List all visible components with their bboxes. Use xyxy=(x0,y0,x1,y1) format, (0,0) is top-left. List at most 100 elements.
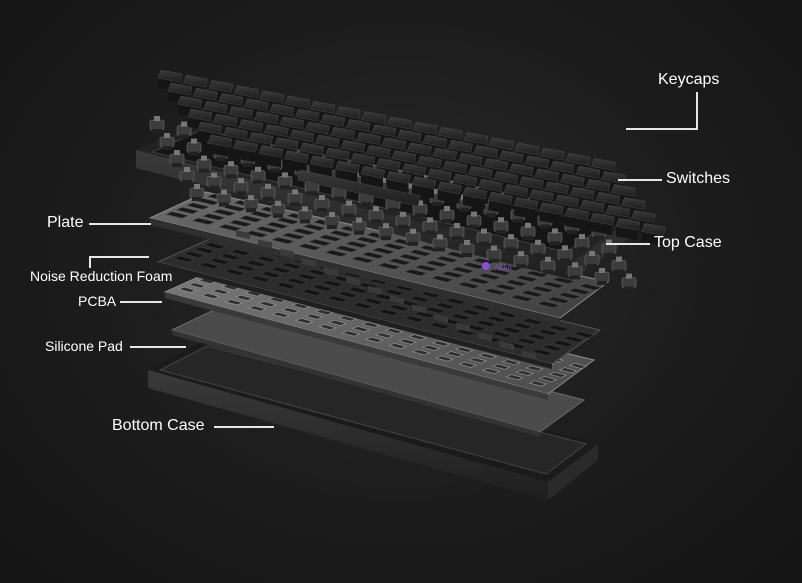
pcb-pad xyxy=(445,351,464,358)
foam-cutout xyxy=(198,262,221,270)
switch xyxy=(540,256,556,274)
plate-switch-hole xyxy=(344,240,370,249)
foam-cutout xyxy=(234,264,257,272)
keycap xyxy=(233,139,258,163)
plate-switch-hole xyxy=(174,206,200,215)
foam-cutout xyxy=(249,275,273,283)
pcb-pad xyxy=(431,340,451,347)
pcb-pad xyxy=(291,302,311,309)
foam-cutout xyxy=(203,242,227,250)
switch xyxy=(378,223,394,241)
foam-cutout xyxy=(326,295,349,303)
foam-cutout xyxy=(485,315,509,323)
plate-switch-hole xyxy=(164,211,190,219)
switch xyxy=(149,116,165,133)
top-case-slot xyxy=(236,230,250,240)
plate-switch-hole xyxy=(498,264,523,272)
top-case-leader xyxy=(606,243,650,245)
foam-cutout xyxy=(208,257,232,265)
pcb-pad xyxy=(258,301,277,308)
plate-switch-hole xyxy=(281,232,306,240)
label-noise-reduction-foam: Noise Reduction Foam xyxy=(30,268,173,284)
plate-switch-hole xyxy=(493,283,519,291)
top-case-slot xyxy=(324,267,338,277)
top-case-slot xyxy=(522,350,536,360)
switch xyxy=(270,200,286,218)
foam-cutout xyxy=(408,295,432,303)
plate-leader xyxy=(89,223,151,225)
pcba-leader xyxy=(120,301,162,303)
switch xyxy=(459,240,475,257)
pcb-pad xyxy=(375,332,394,339)
switch xyxy=(493,217,509,235)
plate-switch-hole xyxy=(556,292,582,300)
switch xyxy=(567,262,583,280)
plate-switch-hole xyxy=(307,238,333,247)
switch xyxy=(530,239,546,257)
foam-cutout xyxy=(562,335,585,343)
plate-switch-hole xyxy=(381,242,407,251)
foam-cutout xyxy=(382,288,406,296)
pcb-pad xyxy=(481,368,501,374)
foam-cutout xyxy=(541,344,565,352)
switch xyxy=(476,228,492,246)
label-keycaps: Keycaps xyxy=(658,71,720,88)
foam-cutout xyxy=(454,328,477,336)
switch xyxy=(439,206,455,223)
foam-cutout xyxy=(526,333,549,341)
foam-cutout xyxy=(434,302,457,310)
plate-switch-hole xyxy=(350,256,376,264)
pcb-pad xyxy=(338,315,357,322)
foam-cutout xyxy=(515,337,539,345)
plate-switch-hole xyxy=(519,290,545,298)
plate-switch-hole xyxy=(482,288,508,296)
top-case-slot xyxy=(434,313,448,323)
switch xyxy=(206,172,222,190)
keycap xyxy=(615,217,641,241)
plate-switch-hole xyxy=(228,219,253,227)
plate-switch-hole xyxy=(530,285,556,293)
switch xyxy=(422,217,438,235)
pcb-pad xyxy=(525,365,544,372)
pcb-pad xyxy=(421,344,441,351)
keycap xyxy=(488,191,513,215)
pcb-pad xyxy=(515,369,534,376)
pcb-pad xyxy=(468,357,488,364)
switch xyxy=(513,251,529,269)
spacebar-keycap xyxy=(297,169,421,207)
pcb-pad xyxy=(318,324,337,331)
switch xyxy=(449,223,465,240)
foam-cutout xyxy=(490,331,513,339)
switch xyxy=(594,268,610,285)
switch xyxy=(243,195,259,213)
pcb-pad xyxy=(455,346,474,353)
foam-cutout xyxy=(521,317,545,325)
plate-switch-hole xyxy=(244,230,269,238)
keycap xyxy=(590,212,615,235)
plate-switch-hole xyxy=(376,262,402,270)
top-case-slot xyxy=(302,257,316,267)
keycap xyxy=(539,202,564,225)
keycap xyxy=(284,150,309,173)
plate-switch-hole xyxy=(217,224,243,232)
foam-cutout xyxy=(495,311,519,319)
plate-switch-hole xyxy=(270,236,296,245)
keycap xyxy=(258,145,284,168)
pcb-pad xyxy=(294,318,314,324)
foam-cutout xyxy=(572,331,596,339)
foam-cutout xyxy=(510,322,534,330)
bottom-case-layer xyxy=(148,340,598,500)
pcb-pad xyxy=(268,296,287,303)
plate-switch-hole xyxy=(264,221,290,229)
top-case-slot xyxy=(500,341,514,351)
switch xyxy=(233,178,249,196)
plate-switch-hole xyxy=(440,270,466,279)
bottom-case-leader xyxy=(214,426,274,428)
switch xyxy=(466,211,482,229)
switch xyxy=(189,184,205,201)
switch xyxy=(287,189,303,207)
label-bottom-case: Bottom Case xyxy=(112,417,205,434)
plate-switch-hole xyxy=(238,215,264,223)
switch xyxy=(277,172,293,190)
